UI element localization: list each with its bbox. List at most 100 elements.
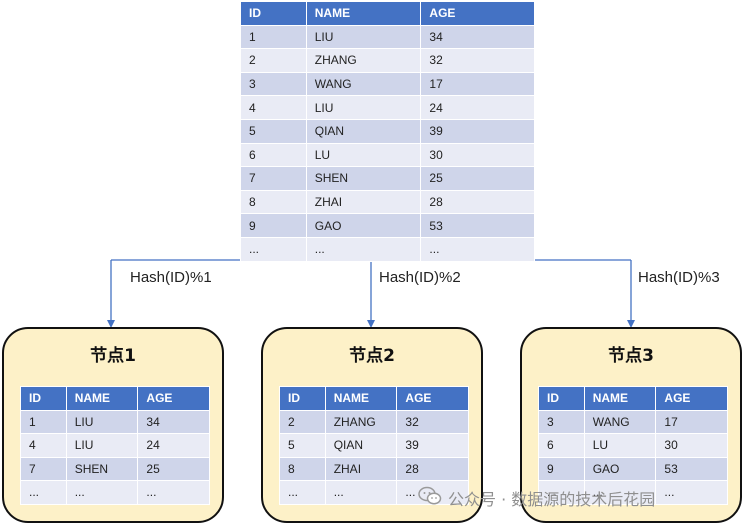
node-title: 节点1 bbox=[90, 346, 136, 366]
cell-age: ... bbox=[420, 236, 535, 262]
cell-age: 17 bbox=[420, 71, 535, 97]
header-id: ID bbox=[20, 386, 67, 411]
table-header-row: ID NAME AGE bbox=[240, 1, 535, 26]
cell-name: LIU bbox=[65, 433, 139, 458]
watermark-text: 公众号 · 数据源的技术后花园 bbox=[448, 490, 656, 509]
cell-age: 28 bbox=[420, 189, 535, 215]
cell-id: ... bbox=[20, 480, 67, 505]
table-header-row: ID NAME AGE bbox=[279, 386, 469, 411]
hash-label-2: Hash(ID)%2 bbox=[379, 269, 461, 286]
cell-id: 5 bbox=[240, 118, 307, 144]
cell-id: ... bbox=[240, 236, 307, 262]
cell-id: 9 bbox=[538, 456, 585, 481]
cell-id: 2 bbox=[279, 409, 326, 434]
node-title: 节点2 bbox=[349, 346, 395, 366]
cell-age: 24 bbox=[137, 433, 210, 458]
cell-age: 39 bbox=[420, 118, 535, 144]
cell-name: LIU bbox=[305, 24, 422, 50]
header-age: AGE bbox=[137, 386, 210, 411]
node-title: 节点3 bbox=[608, 346, 654, 366]
cell-name: SHEN bbox=[65, 456, 139, 481]
table-header-row: ID NAME AGE bbox=[20, 386, 210, 411]
hash-label-3: Hash(ID)%3 bbox=[638, 269, 720, 286]
header-age: AGE bbox=[655, 386, 728, 411]
cell-id: 3 bbox=[240, 71, 307, 97]
cell-name: ZHAI bbox=[305, 189, 422, 215]
cell-name: ... bbox=[305, 236, 422, 262]
cell-name: LIU bbox=[305, 95, 422, 120]
cell-id: 1 bbox=[240, 24, 307, 50]
wechat-icon bbox=[418, 486, 442, 510]
cell-age: 30 bbox=[420, 142, 535, 168]
cell-age: 34 bbox=[137, 409, 210, 434]
table-row: ......... bbox=[240, 236, 535, 262]
header-name: NAME bbox=[305, 1, 422, 26]
cell-name: ZHANG bbox=[305, 48, 422, 73]
cell-id: 5 bbox=[279, 433, 326, 458]
table-row: ......... bbox=[279, 480, 469, 505]
cell-id: 3 bbox=[538, 409, 585, 434]
cell-age: 32 bbox=[420, 48, 535, 73]
cell-age: 53 bbox=[420, 213, 535, 238]
cell-id: 4 bbox=[240, 95, 307, 120]
cell-age: ... bbox=[137, 480, 210, 505]
cell-id: 6 bbox=[240, 142, 307, 168]
cell-age: 32 bbox=[396, 409, 469, 434]
cell-id: 1 bbox=[20, 409, 67, 434]
cell-name: QIAN bbox=[305, 118, 422, 144]
table-header-row: ID NAME AGE bbox=[538, 386, 728, 411]
cell-id: 8 bbox=[240, 189, 307, 215]
cell-id: 4 bbox=[20, 433, 67, 458]
watermark: 公众号 · 数据源的技术后花园 bbox=[418, 486, 655, 510]
hash-label-1: Hash(ID)%1 bbox=[130, 269, 212, 286]
cell-name: ... bbox=[583, 480, 657, 505]
cell-id: 7 bbox=[20, 456, 67, 481]
cell-id: 8 bbox=[279, 456, 326, 481]
cell-age: ... bbox=[396, 480, 469, 505]
cell-age: 28 bbox=[396, 456, 469, 481]
cell-age: 25 bbox=[137, 456, 210, 481]
header-id: ID bbox=[538, 386, 585, 411]
cell-age: 34 bbox=[420, 24, 535, 50]
header-name: NAME bbox=[324, 386, 398, 411]
cell-name: LIU bbox=[65, 409, 139, 434]
cell-id: 7 bbox=[240, 166, 307, 191]
cell-name: LU bbox=[583, 433, 657, 458]
cell-age: 39 bbox=[396, 433, 469, 458]
cell-id: 9 bbox=[240, 213, 307, 238]
cell-name: ... bbox=[324, 480, 398, 505]
cell-id: 2 bbox=[240, 48, 307, 73]
header-name: NAME bbox=[583, 386, 657, 411]
cell-name: ZHANG bbox=[324, 409, 398, 434]
header-id: ID bbox=[240, 1, 307, 26]
cell-id: 6 bbox=[538, 433, 585, 458]
cell-name: ZHAI bbox=[324, 456, 398, 481]
table-row: ......... bbox=[538, 480, 728, 505]
cell-name: GAO bbox=[583, 456, 657, 481]
cell-name: QIAN bbox=[324, 433, 398, 458]
cell-name: SHEN bbox=[305, 166, 422, 191]
cell-name: GAO bbox=[305, 213, 422, 238]
header-age: AGE bbox=[420, 1, 535, 26]
cell-age: 30 bbox=[655, 433, 728, 458]
header-name: NAME bbox=[65, 386, 139, 411]
